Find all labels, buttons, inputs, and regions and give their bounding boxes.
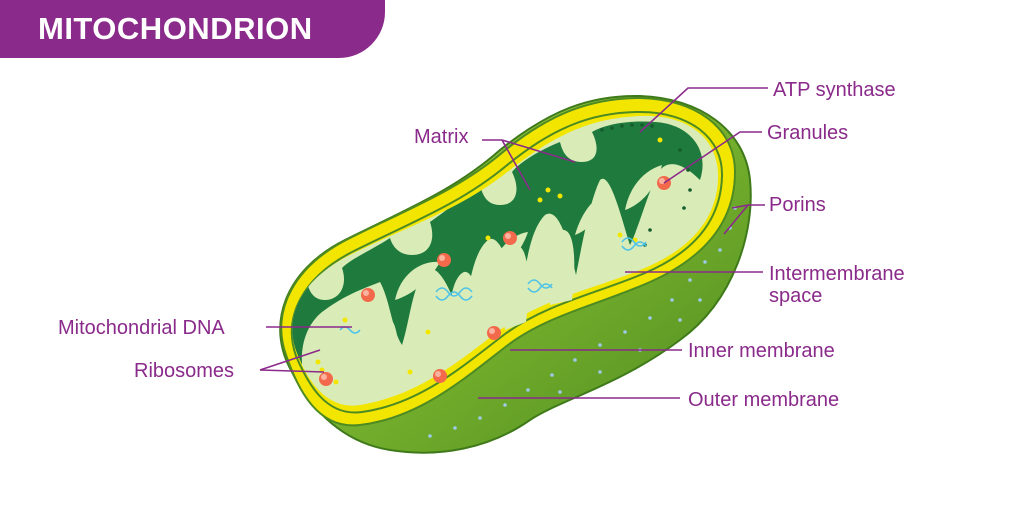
label-mitochondrial-dna: Mitochondrial DNA [58, 317, 225, 339]
label-granules: Granules [767, 122, 848, 144]
granules-dots [319, 176, 671, 386]
label-inner-membrane: Inner membrane [688, 340, 835, 362]
label-porins: Porins [769, 194, 826, 216]
dna-strands [339, 237, 647, 334]
label-atp-synthase: ATP synthase [773, 79, 896, 101]
label-matrix: Matrix [414, 126, 468, 148]
page-title: MITOCHONDRION [38, 11, 313, 46]
title-banner: MITOCHONDRION [0, 0, 385, 58]
matrix-region [292, 121, 703, 395]
leader-lines [259, 87, 768, 399]
label-ribosomes: Ribosomes [134, 360, 234, 382]
label-outer-membrane: Outer membrane [688, 389, 839, 411]
label-intermembrane-line1: Intermembrane [769, 263, 905, 285]
atp-synthase-dots [600, 123, 692, 247]
label-intermembrane-line2: space [769, 285, 822, 307]
cristae [330, 165, 662, 390]
